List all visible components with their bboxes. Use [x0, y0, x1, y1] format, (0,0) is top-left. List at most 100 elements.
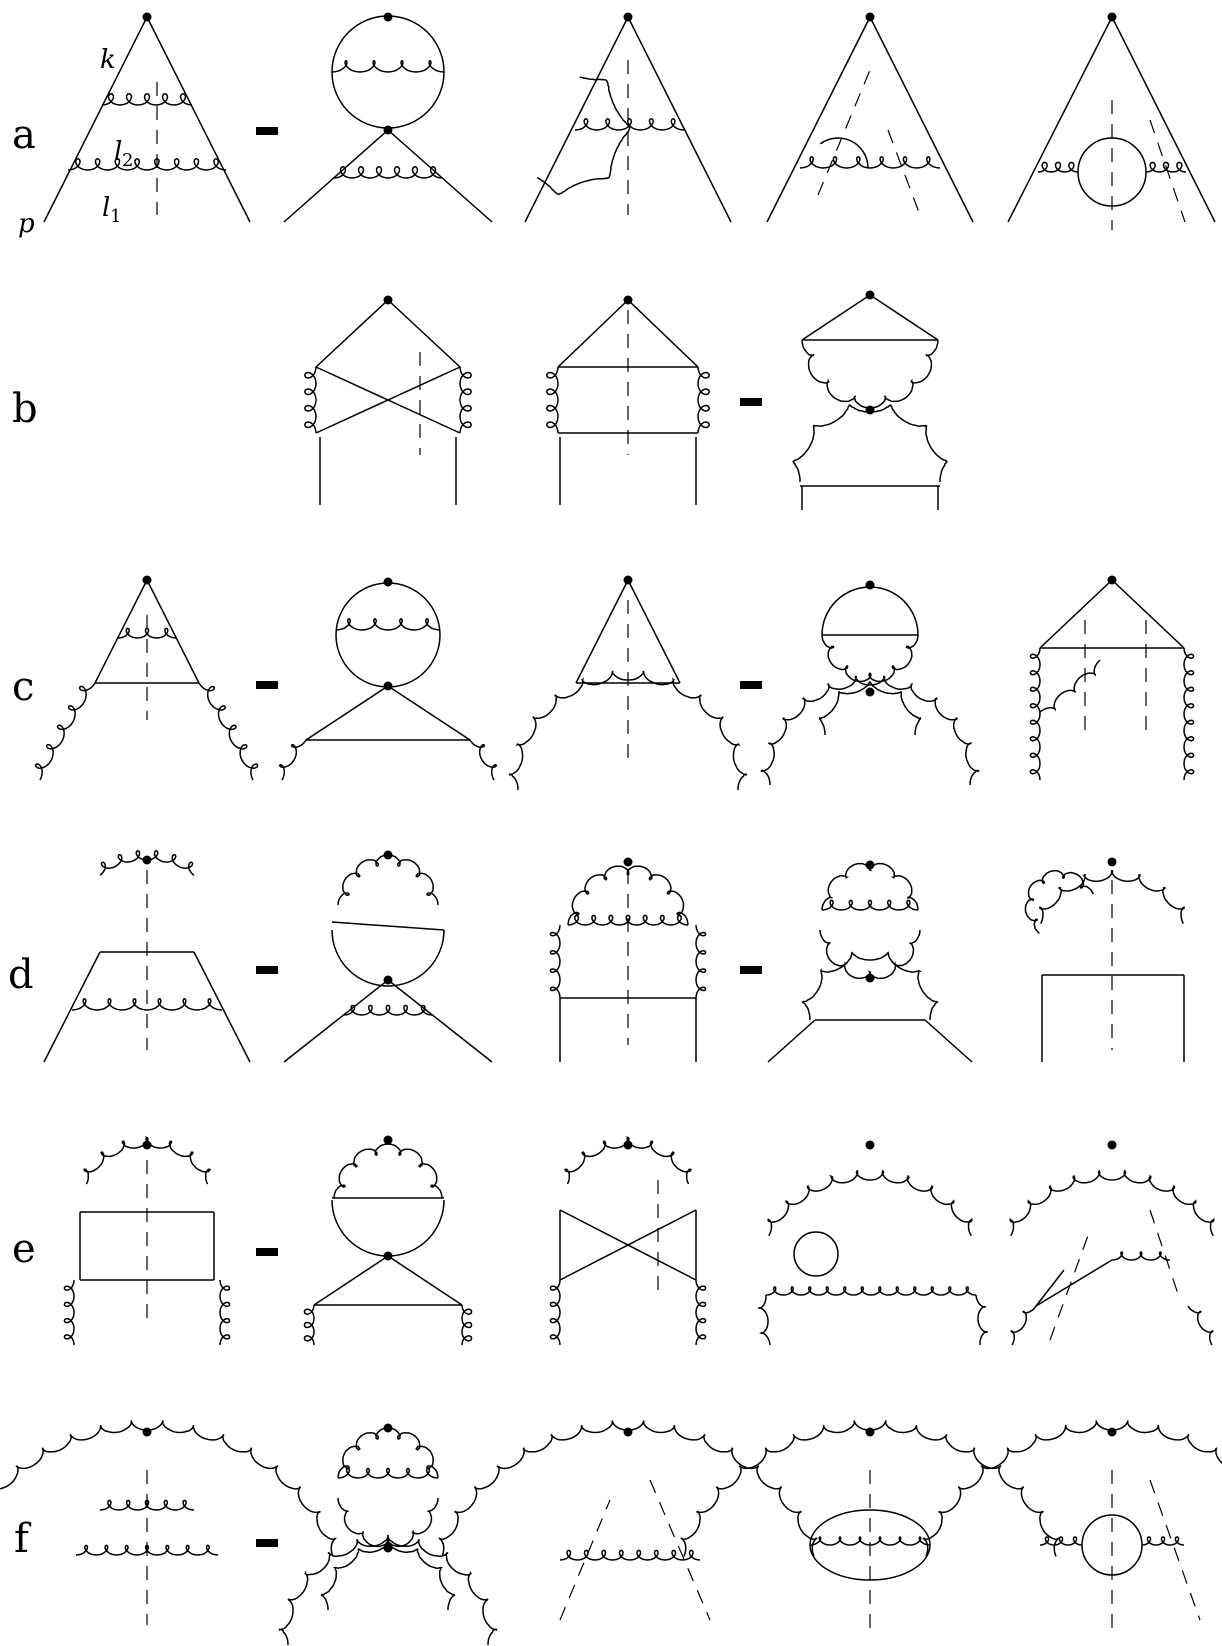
diagram-f1: [0, 1421, 336, 1625]
fermion-arc: [822, 587, 918, 635]
gluon-line: [822, 864, 918, 910]
fermion-line: [306, 686, 388, 740]
gluon-line: [802, 340, 938, 408]
gluon-line: [102, 94, 192, 105]
gluon-line: [304, 1305, 314, 1345]
gluon-line: [0, 1421, 336, 1556]
fermion-line: [95, 580, 147, 683]
cut-line: [1150, 1480, 1200, 1620]
gluon-line: [768, 1171, 972, 1236]
gluon-line: [336, 619, 440, 630]
gluon-line: [560, 1550, 700, 1560]
fermion-line: [284, 130, 388, 222]
svg-text:1: 1: [110, 206, 121, 227]
gluon-line: [462, 1305, 472, 1345]
svg-text:2: 2: [122, 150, 133, 171]
diagram-c2: [280, 578, 497, 781]
gluon-line: [460, 367, 471, 433]
fermion-line: [388, 300, 460, 367]
vertex-dot: [1108, 1141, 1117, 1150]
diagram-e3: [550, 1137, 705, 1345]
minus-sign: [256, 1248, 278, 1256]
diagram-b1: [305, 296, 471, 506]
cut-line: [888, 130, 920, 215]
fermion-line: [388, 130, 492, 222]
vertex-dot: [384, 1544, 393, 1553]
gluon-line: [682, 1421, 1059, 1556]
gluon-line: [440, 1421, 817, 1556]
row-label-d: d: [8, 952, 34, 998]
gluon-line: [470, 740, 496, 780]
gluon-line: [220, 1280, 230, 1345]
gluon-line: [338, 1428, 438, 1478]
minus-signs: [256, 127, 762, 1547]
loop-circle: [336, 583, 440, 687]
diagram-b3: [793, 291, 947, 511]
fermion-line: [576, 580, 628, 683]
gluon-line: [803, 953, 937, 1020]
diagram-a3: [525, 13, 731, 223]
vertex-dot: [1108, 1428, 1117, 1437]
gluon-line: [332, 61, 444, 72]
fermion-line: [1036, 1270, 1064, 1306]
fermion-line: [870, 295, 938, 340]
momentum-k-label: k: [100, 45, 116, 75]
diagram-f4: [682, 1421, 1059, 1630]
fermion-line: [628, 300, 698, 367]
gluon-line: [334, 167, 442, 178]
gluon-line: [1025, 871, 1093, 934]
gluon-line: [550, 1280, 560, 1345]
cut-line: [1150, 1210, 1180, 1300]
gluon-line: [696, 1280, 706, 1345]
gluon-line: [822, 900, 918, 910]
fermion-line: [628, 580, 680, 683]
diagram-b2: [547, 296, 709, 506]
vertex-dot: [624, 1428, 633, 1437]
cut-line: [1050, 1230, 1090, 1340]
fermion-line: [558, 300, 628, 367]
fermion-line: [768, 1020, 815, 1062]
diagram-e2: [304, 1136, 471, 1346]
vertex-dot: [384, 578, 393, 587]
vertex-dot: [384, 13, 393, 22]
diagram-a1: [44, 13, 250, 223]
gluon-line: [338, 855, 438, 905]
diagram-c4: [761, 581, 978, 786]
diagram-layer: [0, 13, 1222, 1646]
fermion-line: [925, 1020, 972, 1062]
diagram-d4: [768, 861, 972, 1063]
row-label-c: c: [12, 664, 34, 710]
gluon-line: [793, 405, 947, 482]
gluon-line: [1112, 1252, 1170, 1260]
minus-sign: [256, 1539, 278, 1547]
gluon-line: [199, 683, 258, 780]
diagram-c5: [1030, 576, 1193, 781]
gluon-line: [1011, 1306, 1036, 1345]
vertex-dot: [866, 688, 875, 697]
fermion-line: [388, 980, 492, 1062]
gluon-line: [1010, 1171, 1214, 1236]
gluon-line: [334, 1144, 442, 1198]
diagram-f3: [440, 1421, 817, 1620]
vertex-dot: [384, 1136, 393, 1145]
gluon-line: [822, 635, 918, 681]
fermion-line: [44, 17, 147, 222]
gluon-line: [1040, 660, 1100, 712]
gluon-line: [338, 1468, 438, 1478]
vertex-dot: [1108, 858, 1117, 867]
gluon-line: [118, 628, 176, 638]
vertex-dot: [384, 851, 393, 860]
fermion-arc: [332, 1200, 444, 1256]
vertex-dot: [143, 1428, 152, 1437]
fermion-line: [388, 686, 470, 740]
fermion-line: [1040, 580, 1112, 648]
fermion-line: [44, 952, 100, 1062]
diagram-c1: [36, 576, 258, 781]
row-label-e: e: [12, 1226, 36, 1272]
diagram-e5: [1010, 1141, 1214, 1346]
fermion-line: [1036, 1260, 1112, 1306]
minus-sign: [256, 966, 278, 974]
fermion-line: [1112, 17, 1215, 222]
minus-sign: [740, 398, 762, 406]
row-label-b: b: [12, 386, 38, 432]
